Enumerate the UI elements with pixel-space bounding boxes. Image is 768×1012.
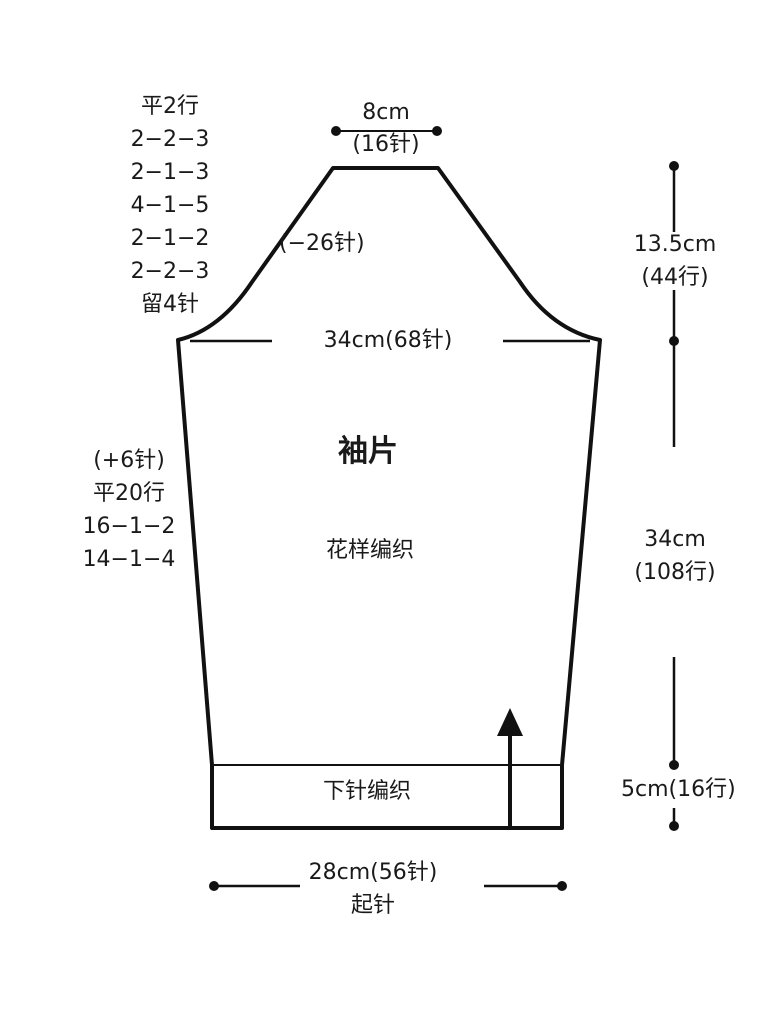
top-width-dot-left [331, 126, 341, 136]
side-step: 平20行 [93, 481, 165, 506]
cast-on-label: 起针 [350, 893, 395, 918]
cap-height-cm: 13.5cm [633, 232, 717, 257]
dimension-dot-cap-base [669, 336, 679, 346]
cap-step: 4−1−5 [130, 193, 210, 218]
arrow-head-icon [497, 708, 523, 736]
body-height-cm: 34cm [644, 527, 706, 552]
rib-height-label: 5cm(16行) [621, 777, 736, 802]
side-step: 16−1−2 [82, 514, 176, 539]
bottom-width-cm: 28cm(56针) [308, 860, 438, 885]
side-shaping-steps: (+6针) 平20行 16−1−2 14−1−4 [68, 444, 190, 576]
cap-decrease-label: (−26针) [279, 231, 365, 256]
side-step: 14−1−4 [82, 547, 176, 572]
cap-height-rows: (44行) [641, 265, 709, 290]
bottom-width-dot-left [209, 881, 219, 891]
cap-step: 2−2−3 [130, 127, 210, 152]
rib-label: 下针编织 [323, 779, 412, 804]
top-width-stitches: (16针) [352, 132, 420, 157]
body-height-rows: (108行) [634, 560, 716, 585]
cap-shaping-steps: 平2行 2−2−3 2−1−3 4−1−5 2−1−2 2−2−3 留4针 [110, 90, 230, 321]
upper-width-label: 34cm(68针) [323, 328, 453, 353]
sleeve-outline [176, 166, 602, 830]
cap-step: 2−1−3 [130, 160, 210, 185]
dimension-dot-rib-top [669, 760, 679, 770]
side-step: (+6针) [93, 448, 165, 473]
cap-height-label: 13.5cm (44行) [610, 228, 740, 294]
cap-step: 2−1−2 [130, 226, 210, 251]
bottom-width-label: 28cm(56针) 起针 [294, 856, 452, 922]
cap-step: 2−2−3 [130, 259, 210, 284]
cap-step: 留4针 [141, 292, 199, 317]
dimension-dot-top [669, 161, 679, 171]
piece-title: 袖片 [338, 434, 398, 469]
top-width-dot-right [432, 126, 442, 136]
dimension-dot-bottom [669, 821, 679, 831]
top-width-label: 8cm (16针) [334, 97, 438, 161]
body-height-label: 34cm (108行) [610, 523, 740, 589]
pattern-label: 花样编织 [326, 538, 415, 563]
cap-step: 平2行 [141, 94, 199, 119]
top-width-cm: 8cm [362, 100, 410, 125]
bottom-width-dot-right [557, 881, 567, 891]
